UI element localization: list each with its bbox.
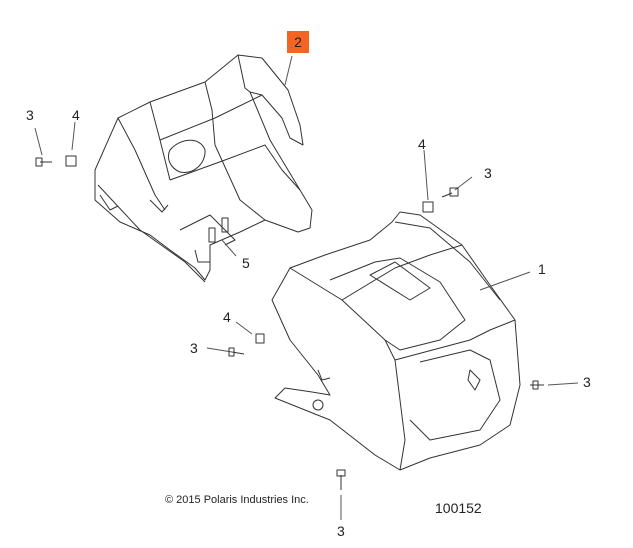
callout-3-low[interactable]: 3	[190, 340, 198, 356]
screw-3-left	[35, 157, 52, 167]
callout-5[interactable]: 5	[242, 255, 250, 271]
clip-4-low	[255, 333, 265, 344]
copyright-text: © 2015 Polaris Industries Inc.	[165, 494, 309, 506]
diagram-reference-number: 100152	[435, 500, 482, 516]
screw-3-right	[530, 380, 544, 390]
callout-4-low[interactable]: 4	[223, 309, 231, 325]
callout-2-highlighted[interactable]: 2	[287, 31, 309, 53]
part-2-upper-cover	[94, 54, 313, 283]
screw-3-bottom	[336, 469, 346, 490]
callout-1[interactable]: 1	[538, 261, 546, 277]
leader-lines	[34, 55, 579, 520]
callout-4-mid[interactable]: 4	[418, 136, 426, 152]
callout-3-left[interactable]: 3	[26, 107, 34, 123]
callout-4-left[interactable]: 4	[72, 107, 80, 123]
callout-3-bottom[interactable]: 3	[337, 523, 345, 539]
clip-4-mid	[422, 201, 434, 213]
screw-3-right-top	[441, 187, 459, 198]
part-1-lower-housing	[271, 211, 521, 471]
screw-3-low	[228, 347, 245, 357]
hardware	[35, 155, 544, 490]
callout-3-right-top[interactable]: 3	[484, 165, 492, 181]
callout-3-right[interactable]: 3	[583, 374, 591, 390]
bolts-5	[208, 217, 229, 243]
clip-4-left	[65, 155, 77, 167]
